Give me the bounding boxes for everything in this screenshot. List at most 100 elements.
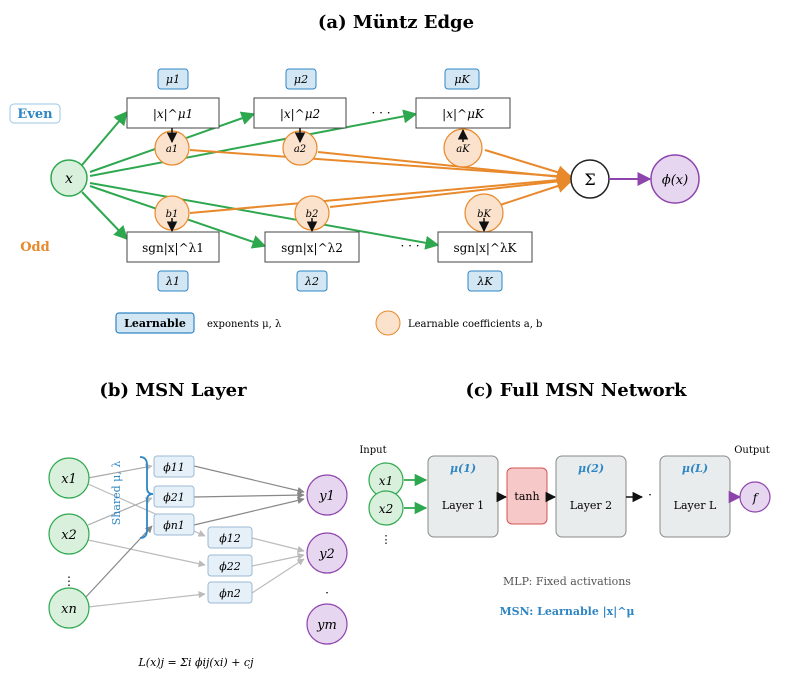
odd-term-k: sgn|x|^λK bbox=[453, 241, 517, 255]
network-input-vdots: ⋮ bbox=[381, 533, 392, 546]
phi-box-11 bbox=[153, 455, 195, 478]
even-term-k: |x|^μK bbox=[442, 107, 485, 121]
mu-badge-1-label: μ1 bbox=[166, 73, 180, 86]
coef-b1: b1 bbox=[166, 209, 179, 220]
phi-box-22 bbox=[207, 554, 253, 577]
odd-term-box-2 bbox=[264, 231, 360, 263]
layer-l-label: Layer L bbox=[674, 499, 717, 512]
even-coef-arrows bbox=[166, 128, 469, 144]
msn-output-vdots: · bbox=[325, 586, 329, 600]
legend-coefficient-swatch bbox=[375, 310, 401, 336]
msn-output-ym-label: ym bbox=[316, 618, 337, 633]
output-node bbox=[650, 154, 700, 204]
odd-term-box-1 bbox=[126, 231, 220, 263]
msn-input-xn-label: xn bbox=[61, 602, 77, 617]
mu-badge-2 bbox=[285, 68, 317, 90]
layer-2-mu: μ(2) bbox=[578, 462, 604, 475]
msn-caption: MSN: Learnable |x|^μ bbox=[500, 605, 635, 618]
mu-badge-k bbox=[444, 68, 480, 90]
even-term-1: |x|^μ1 bbox=[153, 107, 193, 121]
msn-output-y2-label: y2 bbox=[318, 547, 335, 562]
phi-11-label: ϕ11 bbox=[163, 461, 185, 474]
coef-ak: aK bbox=[456, 144, 470, 155]
even-edges bbox=[81, 109, 440, 250]
phi-box-12 bbox=[207, 526, 253, 549]
network-input-edges bbox=[404, 473, 428, 515]
lambda-badge-1 bbox=[157, 270, 189, 292]
coef-a2: a2 bbox=[294, 144, 306, 155]
panel-b-title: (b) MSN Layer bbox=[99, 380, 247, 401]
even-term-box-2 bbox=[253, 97, 347, 129]
msn-output-y2 bbox=[306, 532, 348, 574]
lambda-badge-k bbox=[467, 270, 503, 292]
mu-badge-1 bbox=[157, 68, 189, 90]
odd-ellipsis: · · · bbox=[400, 239, 419, 253]
phi-n2-label: ϕn2 bbox=[219, 587, 241, 600]
even-ellipsis: · · · bbox=[371, 106, 390, 120]
network-input-label: Input bbox=[359, 445, 386, 456]
msn-input-xn bbox=[48, 587, 90, 629]
coef-a1: a1 bbox=[166, 144, 178, 155]
msn-output-y1-label: y1 bbox=[318, 489, 335, 504]
even-term-box-k bbox=[415, 97, 511, 129]
legend-learnable-text: Learnable bbox=[124, 317, 186, 330]
input-node-label: x bbox=[65, 171, 73, 187]
panel-c-title: (c) Full MSN Network bbox=[465, 380, 687, 401]
legend-exponents: exponents μ, λ bbox=[207, 319, 282, 330]
lambda-badge-1-label: λ1 bbox=[165, 275, 180, 288]
phi-22-label: ϕ22 bbox=[219, 560, 241, 573]
coefficient-edges bbox=[189, 149, 572, 214]
network-input-x2 bbox=[368, 490, 404, 526]
layer-1-mu: μ(1) bbox=[450, 462, 476, 475]
mu-badge-2-label: μ2 bbox=[294, 73, 308, 86]
legend-learnable-badge bbox=[115, 312, 195, 334]
odd-label: Odd bbox=[20, 240, 50, 255]
layer-l-mu: μ(L) bbox=[682, 462, 708, 475]
shared-brace bbox=[139, 456, 154, 539]
coef-bk: bK bbox=[477, 209, 491, 220]
output-label: ϕ(x) bbox=[662, 173, 688, 188]
phi-box-n1 bbox=[153, 513, 195, 536]
layer-2-label: Layer 2 bbox=[570, 499, 612, 512]
odd-coef-arrows bbox=[166, 218, 490, 233]
network-output-f-label: f bbox=[752, 491, 760, 505]
msn-input-x2 bbox=[48, 513, 90, 555]
lambda-badge-k-label: λK bbox=[476, 275, 493, 288]
phi-12-label: ϕ12 bbox=[219, 532, 241, 545]
layers-ellipsis: · bbox=[648, 488, 652, 502]
msn-output-ym bbox=[306, 603, 348, 645]
legend-coefficients: Learnable coefficients a, b bbox=[408, 319, 542, 330]
layer-1-label: Layer 1 bbox=[442, 499, 484, 512]
sum-symbol: Σ bbox=[584, 170, 595, 189]
even-label: Even bbox=[17, 107, 53, 122]
network-output-f bbox=[739, 481, 771, 513]
even-term-2: |x|^μ2 bbox=[280, 107, 320, 121]
phi-box-21 bbox=[153, 485, 195, 508]
msn-input-x2-label: x2 bbox=[61, 528, 77, 543]
msn-output-y1 bbox=[306, 474, 348, 516]
tanh-label: tanh bbox=[514, 490, 539, 503]
odd-term-2: sgn|x|^λ2 bbox=[281, 241, 343, 255]
msn-input-x1-label: x1 bbox=[61, 472, 77, 487]
even-badge bbox=[9, 103, 61, 124]
coef-b2: b2 bbox=[306, 209, 319, 220]
phi-box-n2 bbox=[207, 581, 253, 604]
odd-term-box-k bbox=[437, 231, 533, 263]
panel-a-title: (a) Müntz Edge bbox=[318, 12, 474, 33]
even-term-box-1 bbox=[126, 97, 220, 129]
msn-layer-formula: L(x)j = Σi ϕij(xi) + cj bbox=[137, 656, 254, 669]
msn-input-x1 bbox=[48, 457, 90, 499]
network-output-label: Output bbox=[734, 445, 770, 456]
input-node-x bbox=[50, 159, 88, 197]
phi-n1-label: ϕn1 bbox=[163, 519, 185, 532]
msn-input-vdots: ⋮ bbox=[63, 574, 75, 588]
lambda-badge-2 bbox=[296, 270, 328, 292]
phi-21-label: ϕ21 bbox=[163, 491, 185, 504]
network-input-x1-label: x1 bbox=[379, 474, 393, 488]
shared-exponents-label: Shared μ, λ bbox=[110, 461, 123, 526]
mu-badge-k-label: μK bbox=[454, 73, 470, 86]
odd-term-1: sgn|x|^λ1 bbox=[142, 241, 204, 255]
network-input-x2-label: x2 bbox=[379, 502, 393, 516]
lambda-badge-2-label: λ2 bbox=[304, 275, 319, 288]
